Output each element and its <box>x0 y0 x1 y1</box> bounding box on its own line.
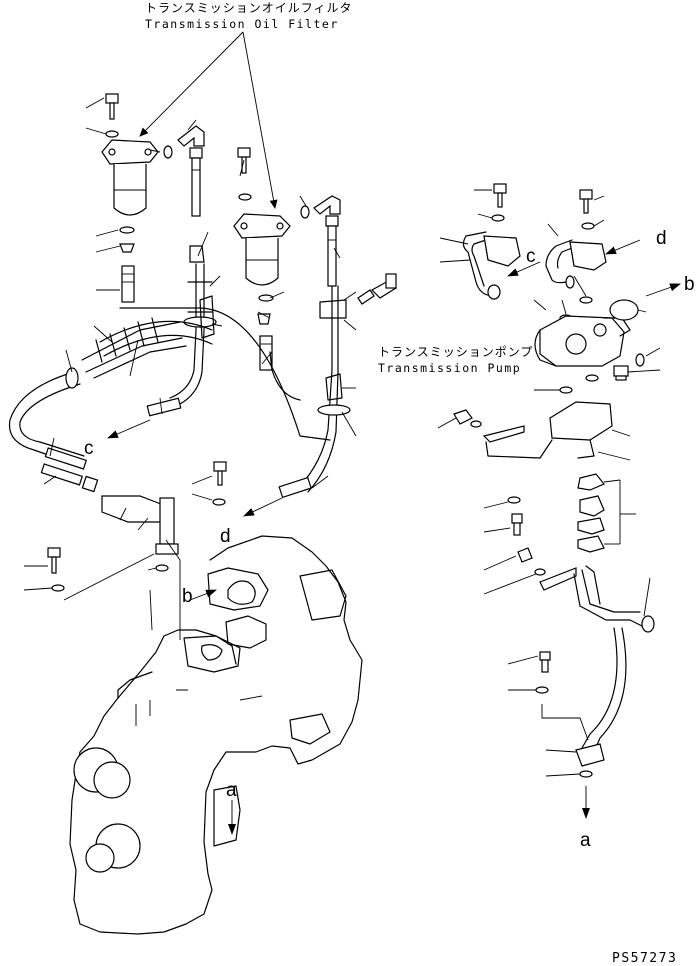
bolts-top-right <box>491 183 595 230</box>
ref-d-left: d <box>220 526 231 547</box>
oil-filter-left <box>101 93 159 303</box>
pump-label-jp: トランスミッションポンプ <box>378 345 533 359</box>
ref-c-left: c <box>84 438 94 459</box>
hose-assembly-left <box>8 263 351 499</box>
oil-filter-right <box>233 147 291 371</box>
arrows-right <box>507 239 681 819</box>
leaders-right <box>437 189 661 777</box>
drawing-code: PS57273 <box>612 951 677 966</box>
ref-a-right: a <box>580 830 591 851</box>
arrows-left <box>107 419 283 835</box>
ref-b-right: b <box>684 274 695 295</box>
pump-lower-parts <box>549 374 613 553</box>
ref-b-left: b <box>182 586 193 607</box>
elbow-fitting-left <box>163 125 205 263</box>
filter-label-en: Transmission Oil Filter <box>145 17 339 31</box>
filter-leaders <box>139 31 278 209</box>
tube-right-right-assembly <box>545 239 607 289</box>
tube-left-right-assembly <box>462 231 521 300</box>
pump-suction-tube <box>541 627 627 778</box>
transmission-pump <box>534 296 645 381</box>
elbow-fitting-right <box>300 195 397 305</box>
ref-c-right: c <box>526 246 536 267</box>
ref-d-right: d <box>656 228 667 249</box>
valve-block-left <box>47 461 227 601</box>
ref-a-left: a <box>226 780 237 801</box>
filter-label-jp: トランスミッションオイルフィルタ <box>145 1 353 15</box>
pump-label-en: Transmission Pump <box>378 361 521 375</box>
leaders-left <box>23 97 357 591</box>
pump-fasteners <box>453 409 655 694</box>
transmission-housing <box>69 535 363 935</box>
